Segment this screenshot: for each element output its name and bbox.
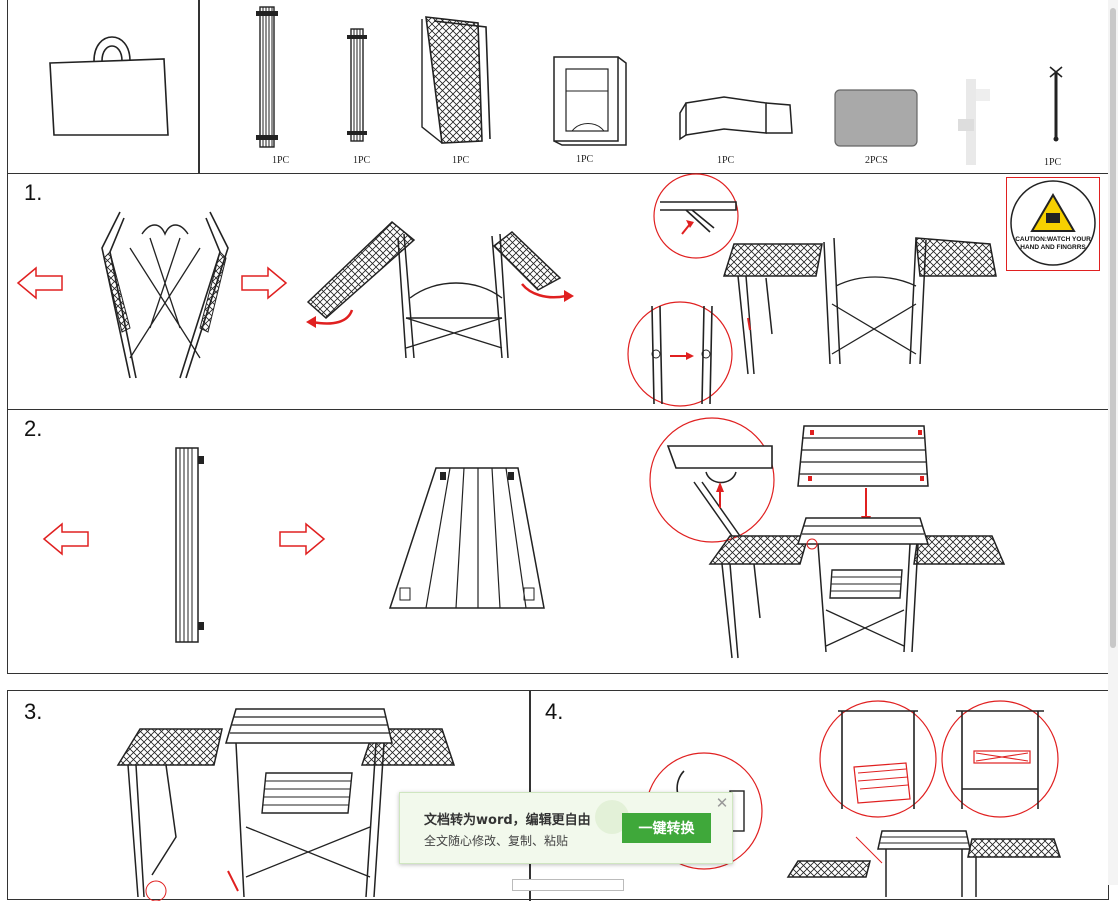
- manual-page-1: 1PC 1PC 1PC 1PC 1PC 2PCS 1PC 1.: [7, 0, 1109, 674]
- storage-cabinet-illustration: [553, 56, 627, 146]
- parts-row: 1PC 1PC 1PC 1PC 1PC 2PCS 1PC: [8, 0, 1108, 173]
- quantity-label: 1PC: [452, 155, 470, 166]
- slatted-tabletop-illustration: [388, 467, 545, 609]
- detail-zoom-circle: [653, 173, 739, 259]
- folded-mesh-chair-illustration: [421, 16, 491, 144]
- convert-to-word-popup: 文档转为word，编辑更自由 全文随心修改、复制、粘贴 一键转换 ✕: [399, 792, 733, 864]
- popup-subtitle: 全文随心修改、复制、粘贴: [424, 834, 569, 848]
- blurred-part-illustration: [958, 79, 990, 165]
- step-number: 2.: [24, 416, 43, 441]
- step-2-row: 2.: [8, 409, 1108, 674]
- quantity-label: 1PC: [353, 155, 371, 166]
- detail-zoom-circle: [941, 700, 1059, 818]
- step-number: 4.: [545, 699, 564, 724]
- page-number-input[interactable]: [512, 879, 624, 891]
- step-1-row: 1.: [8, 173, 1108, 410]
- parts-divider: [198, 0, 200, 173]
- pole-illustration: [1049, 66, 1063, 142]
- folded-chair-frame-illustration: [101, 211, 229, 379]
- assembled-frame-illustration: [722, 237, 997, 375]
- popup-title: 文档转为word，编辑更自由: [424, 813, 591, 828]
- gray-tray-illustration: [834, 89, 918, 147]
- folded-frame-illustration-1: [256, 6, 278, 148]
- step-number: 1.: [24, 180, 43, 205]
- detail-zoom-circle: [649, 417, 775, 543]
- arrow-left-icon: [16, 266, 63, 300]
- rotate-arrow-icon: [521, 283, 574, 302]
- detail-zoom-circle: [819, 700, 937, 818]
- quantity-label: 2PCS: [865, 155, 888, 166]
- rolled-tabletop-illustration: [175, 447, 204, 643]
- caution-box: CAUTION:WATCH YOUR HAND AND FINGRRS: [1006, 177, 1100, 271]
- scrollbar-thumb[interactable]: [1110, 8, 1116, 648]
- caution-text: CAUTION:WATCH YOUR HAND AND FINGRRS: [1015, 236, 1091, 251]
- watermark-logo-icon: [595, 800, 629, 834]
- arrow-left-icon: [42, 522, 89, 556]
- quantity-label: 1PC: [576, 154, 594, 165]
- one-click-convert-button[interactable]: 一键转换: [622, 813, 711, 843]
- folded-frame-illustration-2: [347, 28, 367, 142]
- arrow-right-icon: [241, 266, 288, 300]
- carry-bag-illustration: [49, 36, 169, 136]
- table-with-shelf-illustration: [116, 708, 456, 901]
- quantity-label: 1PC: [272, 155, 290, 166]
- windscreen-panel-illustration: [679, 96, 793, 141]
- assembled-table-illustration: [708, 517, 1006, 659]
- quantity-label: 1PC: [717, 155, 735, 166]
- unfolding-chair-illustration: [306, 221, 562, 359]
- table-with-cabinet-illustration: [786, 830, 1062, 897]
- caution-hand-icon: [1010, 180, 1096, 266]
- detail-zoom-circle: [627, 301, 733, 407]
- arrow-right-icon: [279, 522, 326, 556]
- rotate-arrow-icon: [306, 309, 354, 328]
- step-number: 3.: [24, 699, 43, 724]
- close-icon[interactable]: ✕: [715, 794, 729, 812]
- quantity-label: 1PC: [1044, 157, 1062, 168]
- tabletop-placement-illustration: [797, 425, 929, 487]
